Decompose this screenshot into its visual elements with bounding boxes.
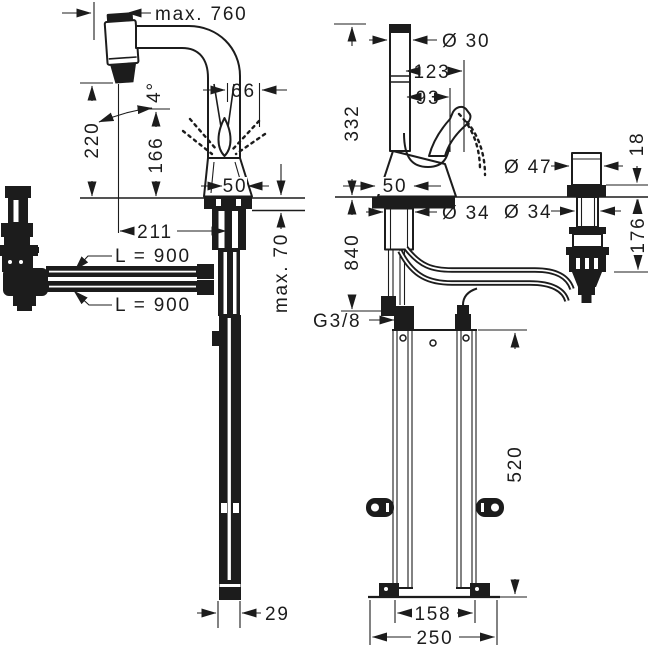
dim-hose-length-top: L = 900 bbox=[115, 246, 191, 267]
dim-unit-height: 520 bbox=[505, 445, 526, 482]
dim-valve-shank-diameter: Ø 34 bbox=[504, 202, 552, 223]
handle-positions-dotted bbox=[457, 112, 487, 177]
mounting-tab-left bbox=[366, 498, 394, 517]
dim-valve-diameter: Ø 47 bbox=[504, 157, 552, 178]
side-valve bbox=[566, 152, 609, 303]
dim-hose-length-bottom: L = 900 bbox=[115, 295, 191, 316]
dim-handle-clearance: 93 bbox=[416, 88, 441, 109]
dim-base-depth: 50 bbox=[383, 176, 408, 197]
mounting-tab-right bbox=[476, 498, 504, 517]
dim-hose-weight-width: 29 bbox=[265, 604, 290, 625]
shut-off-valve bbox=[0, 186, 48, 311]
dim-valve-above-deck: 18 bbox=[627, 132, 648, 157]
dim-spout-reach: 211 bbox=[137, 222, 173, 243]
dim-unit-width: 158 bbox=[414, 604, 451, 625]
foot-right bbox=[470, 583, 490, 597]
dim-spout-height: 220 bbox=[82, 121, 103, 158]
mounting-shank-side bbox=[372, 196, 455, 330]
dim-handle-clearance-max: 123 bbox=[413, 62, 450, 83]
dim-spout-diameter: Ø 30 bbox=[442, 31, 490, 52]
hoses-side bbox=[397, 246, 575, 330]
dim-shank-diameter: Ø 34 bbox=[442, 203, 490, 224]
front-dimensions: max. 760 220 166 4° 66 50 211 bbox=[62, 2, 292, 628]
dim-aerator-height: 166 bbox=[146, 136, 167, 173]
supply-hoses bbox=[46, 266, 199, 292]
dim-base-width: 50 bbox=[223, 176, 248, 197]
front-view: max. 760 220 166 4° 66 50 211 bbox=[0, 2, 305, 628]
mounting-shank bbox=[197, 197, 252, 316]
spray-head bbox=[103, 12, 140, 84]
dim-total-height: 332 bbox=[342, 104, 363, 141]
dim-unit-base-width: 250 bbox=[416, 628, 453, 649]
under-sink-unit bbox=[366, 329, 504, 599]
dim-max-pullout: max. 760 bbox=[155, 4, 248, 25]
dim-swivel-angle: 4° bbox=[144, 81, 165, 103]
dim-spray-offset: 66 bbox=[231, 81, 256, 102]
spray-pattern bbox=[181, 117, 267, 156]
dim-valve-below-deck: 176 bbox=[628, 216, 649, 253]
aerator-stream bbox=[213, 83, 235, 157]
foot-left bbox=[379, 583, 399, 597]
dim-thread: G3/8 bbox=[313, 311, 361, 332]
dim-max-counter-thickness: max. 70 bbox=[271, 233, 292, 313]
pullout-hose bbox=[212, 315, 241, 600]
side-view: Ø 30 332 123 93 50 840 Ø 34 G3/8 bbox=[313, 23, 649, 649]
dim-connection-height: 840 bbox=[342, 233, 363, 270]
side-dimensions: Ø 30 332 123 93 50 840 Ø 34 G3/8 bbox=[313, 23, 649, 649]
